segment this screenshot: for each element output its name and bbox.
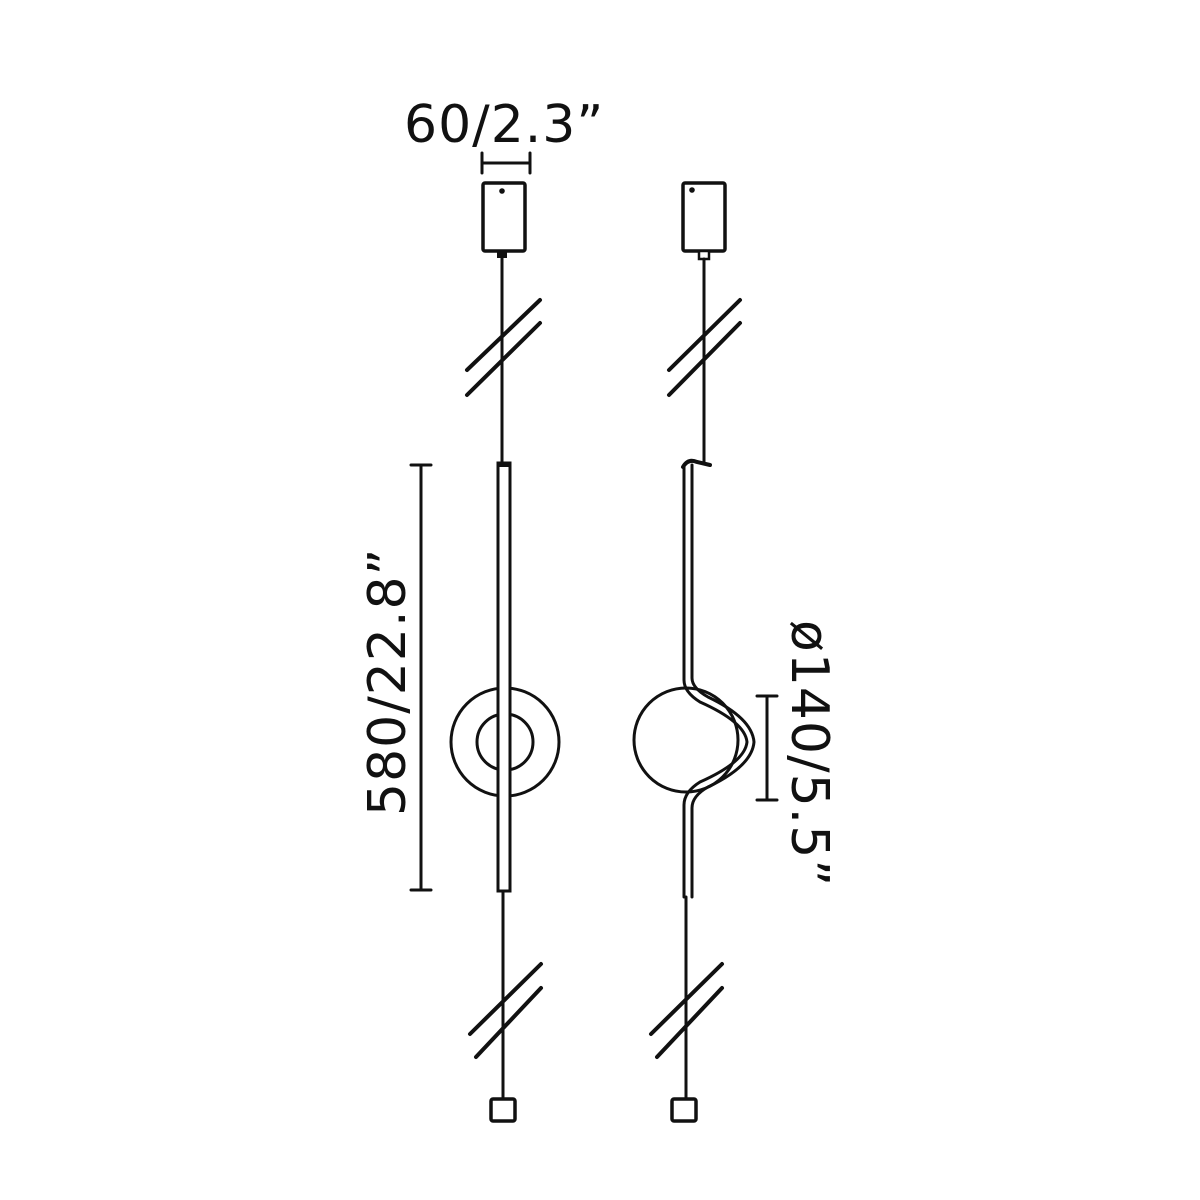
end-cap-side (670, 1097, 698, 1123)
front-view: 60/2.3” 580/22.8” (358, 95, 604, 1123)
canopy-front (481, 181, 527, 253)
shade-diameter-dimension-line (755, 694, 779, 802)
body-height-dimension-line (409, 463, 433, 892)
curved-tube-side-left (682, 463, 749, 899)
curved-tube-side-right (690, 463, 756, 899)
canopy-side (681, 181, 727, 253)
tube-hook-side (681, 458, 712, 469)
cable-grip-front (497, 251, 507, 258)
body-height-label: 580/22.8” (358, 548, 418, 817)
canopy-screw-icon (689, 187, 695, 193)
end-cap-front (489, 1097, 517, 1123)
upper-break-mark-front (465, 298, 542, 397)
lower-break-mark-side (649, 962, 724, 1059)
side-view: ø140/5.5” (632, 181, 839, 1123)
upper-break-mark-side (667, 298, 742, 397)
vertical-tube-front (496, 461, 512, 893)
canopy-width-label: 60/2.3” (404, 95, 604, 155)
shade-diameter-label: ø140/5.5” (779, 620, 839, 887)
canopy-screw-icon (499, 188, 505, 194)
lower-break-mark-front (468, 962, 543, 1059)
canopy-width-dimension-line (480, 151, 532, 175)
